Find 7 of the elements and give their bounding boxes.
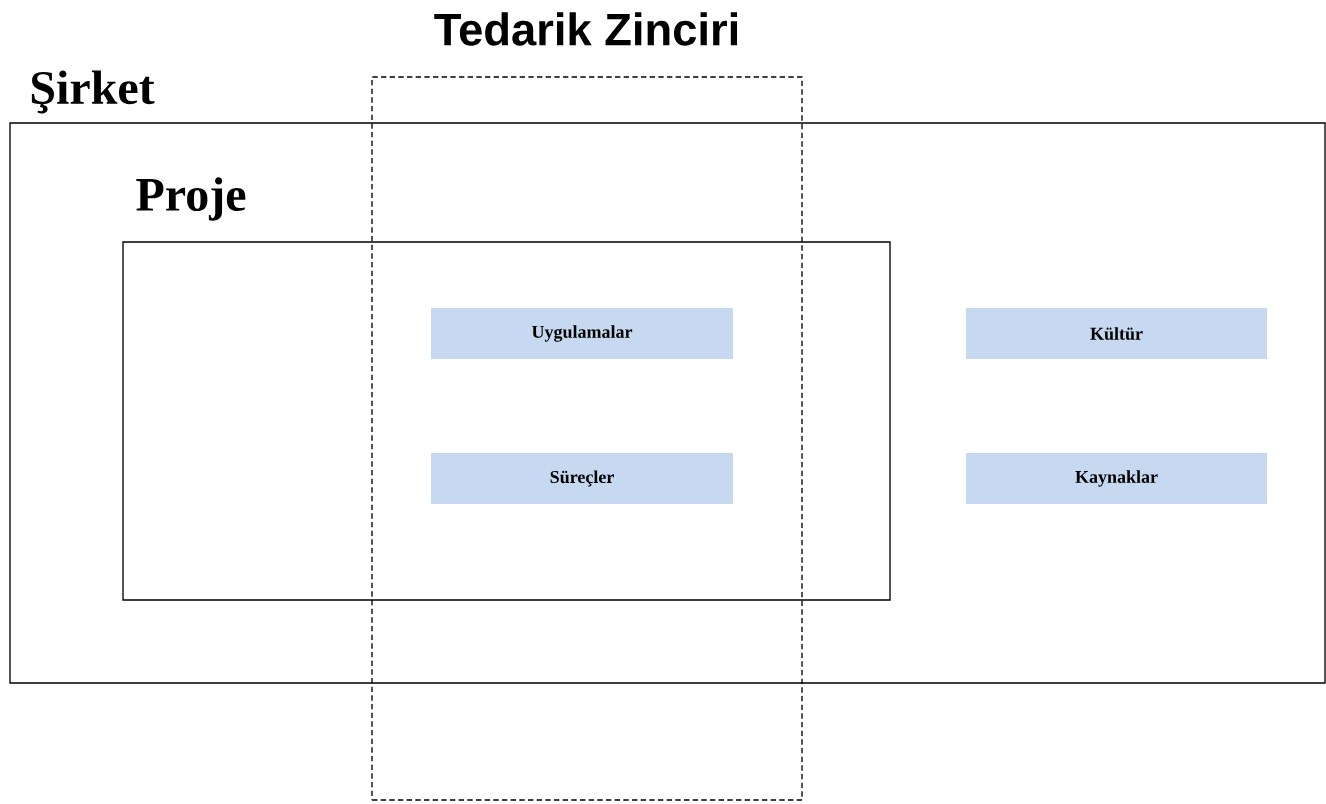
node-label: Tedarik Zinciri [434,12,738,46]
process-box: Süreçler [431,453,733,504]
process-box: Kaynaklar [966,453,1267,504]
process-box: Uygulamalar [431,308,733,359]
process-box: Kültür [966,308,1267,359]
node-label: Proje [136,177,246,221]
node-label: Şirket [31,70,155,114]
